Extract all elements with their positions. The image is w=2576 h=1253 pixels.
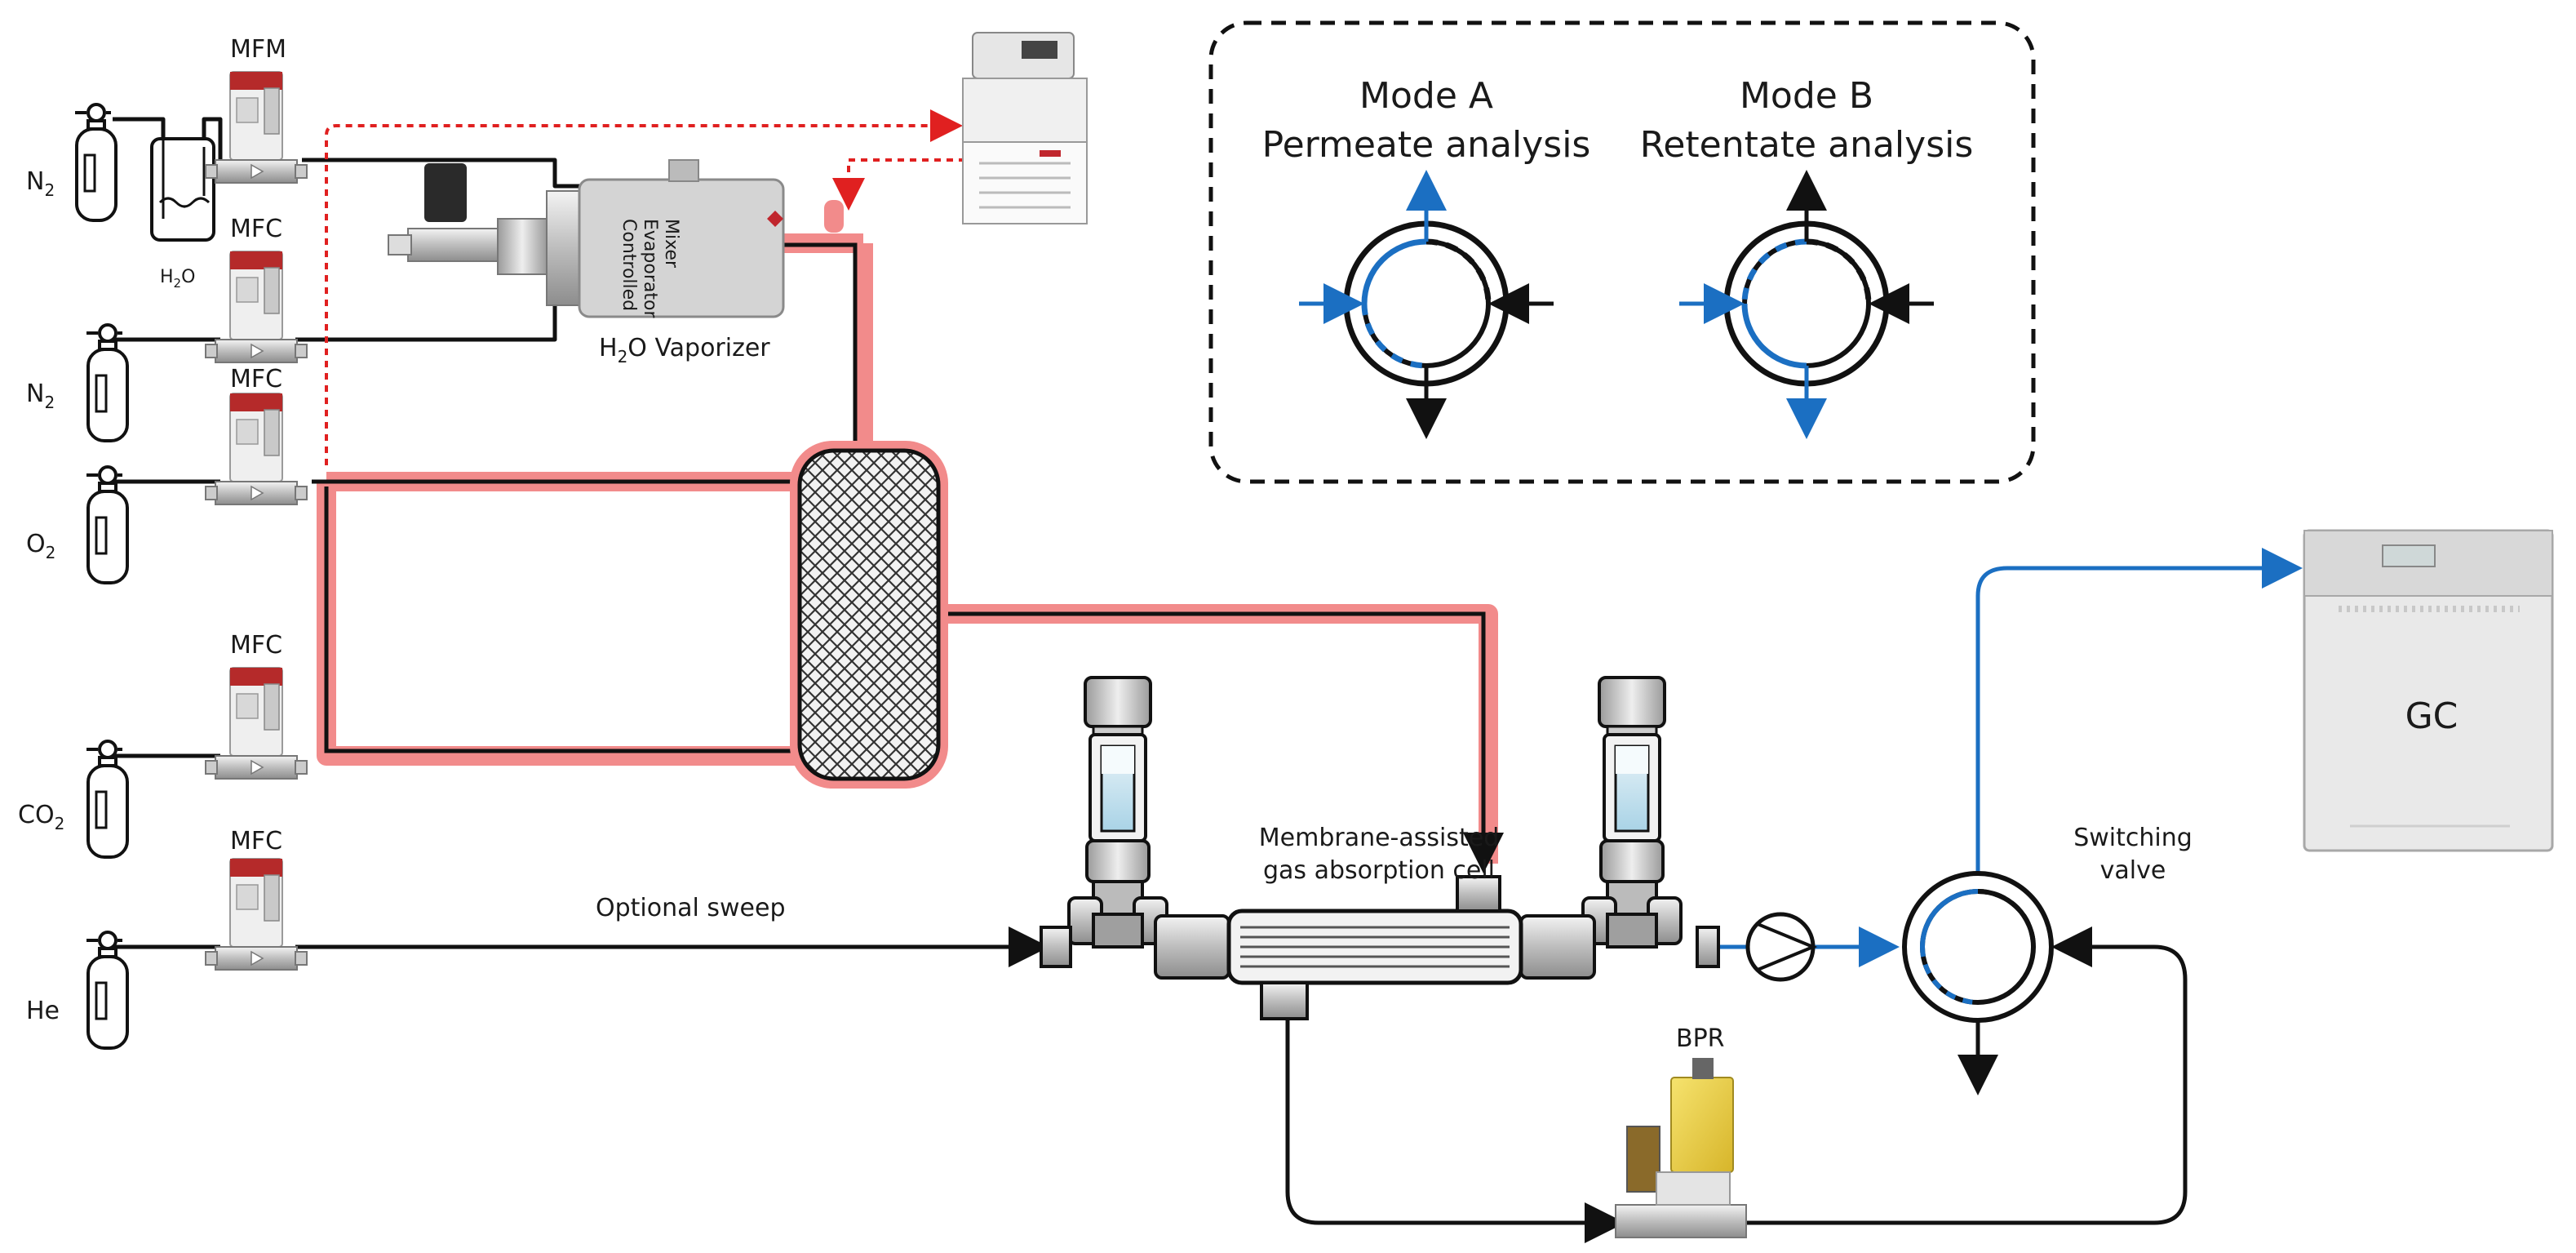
line-valve-to-gc — [1975, 548, 2303, 890]
mode-b-subtitle: Retentate analysis — [1640, 124, 1974, 166]
line-mfc-to-vaporizer — [295, 288, 579, 342]
mfc-device-3 — [205, 667, 308, 780]
mfc-label-3: MFC — [230, 631, 282, 660]
signal-line-to-thermostat — [325, 109, 963, 465]
cell-label-line-2: gas absorption cell — [1263, 856, 1495, 885]
h2o-vaporizer — [388, 159, 785, 318]
thermostat-bath — [962, 32, 1088, 224]
signal-lines — [325, 109, 978, 465]
gas-chromatograph — [2303, 529, 2554, 852]
gas-lines — [113, 117, 2188, 1243]
line-bpr-to-valve — [1746, 926, 2188, 1225]
cylinder-co2 — [85, 740, 129, 859]
mode-a-subtitle: Permeate analysis — [1262, 124, 1591, 166]
gas-label-o2: O2 — [26, 530, 55, 562]
gas-label-he: He — [26, 997, 60, 1025]
mode-b-title: Mode B — [1740, 75, 1873, 117]
cylinder-he — [85, 931, 129, 1050]
gas-label-n2-top: N2 — [26, 167, 55, 200]
line-mfm-to-vaporizer — [302, 158, 579, 189]
cylinder-o2 — [85, 465, 129, 584]
valve-label-line-1: Switching — [2073, 824, 2192, 852]
cylinder-n2-mid — [85, 323, 129, 442]
cell-right-fitting — [1581, 676, 1683, 949]
valve-label-line-2: valve — [2100, 856, 2166, 885]
cylinder-n2-top — [73, 103, 117, 222]
sweep-label: Optional sweep — [596, 894, 786, 922]
mode-b-valve — [1679, 170, 1934, 439]
signal-line-thermostat-to-vaporizer — [832, 158, 978, 211]
mfm-label: MFM — [230, 35, 286, 64]
mfc-label-4: MFC — [230, 827, 282, 855]
gas-label-n2-mid: N2 — [26, 380, 55, 412]
static-mixer — [790, 441, 948, 789]
back-pressure-regulator — [1615, 1058, 1747, 1238]
mfc-device-2 — [205, 393, 308, 505]
mfc-label-2: MFC — [230, 365, 282, 393]
gas-label-co2: CO2 — [18, 801, 64, 833]
vaporizer-label: H2O Vaporizer — [599, 334, 770, 367]
cell-left-fitting — [1067, 676, 1168, 949]
membrane-cell — [1040, 676, 1720, 1020]
line-n2-to-bubbler — [113, 117, 166, 139]
mode-a-valve — [1299, 170, 1554, 439]
water-bubbler — [150, 137, 215, 242]
vaporizer-body-text-3: Mixer — [661, 219, 681, 269]
mode-a-title: Mode A — [1359, 75, 1493, 117]
cell-label-line-1: Membrane-assisted — [1259, 824, 1500, 852]
line-bubbler-to-mfm — [202, 117, 223, 160]
gas-label-h2o: H2O — [160, 267, 195, 291]
mfc-device-1 — [205, 251, 308, 363]
modes-legend: Mode A Permeate analysis Mode B Retentat… — [1208, 20, 2036, 484]
bpr-label: BPR — [1676, 1024, 1725, 1053]
vaporizer-body-text-1: Controlled — [619, 219, 639, 311]
heated-line-co2-bypass — [317, 482, 800, 766]
switching-valve — [1902, 871, 2054, 1023]
heated-vaporizer-outlet — [824, 200, 844, 233]
vaporizer-body-text-2: Evaporator — [640, 219, 660, 318]
mfc-device-4 — [205, 858, 308, 971]
gc-label: GC — [2405, 695, 2459, 737]
line-cell-to-bpr — [1285, 1012, 1625, 1243]
heated-inner-lines — [312, 242, 1504, 873]
mfc-label-1: MFC — [230, 215, 282, 243]
gas-pump — [1745, 912, 1818, 982]
